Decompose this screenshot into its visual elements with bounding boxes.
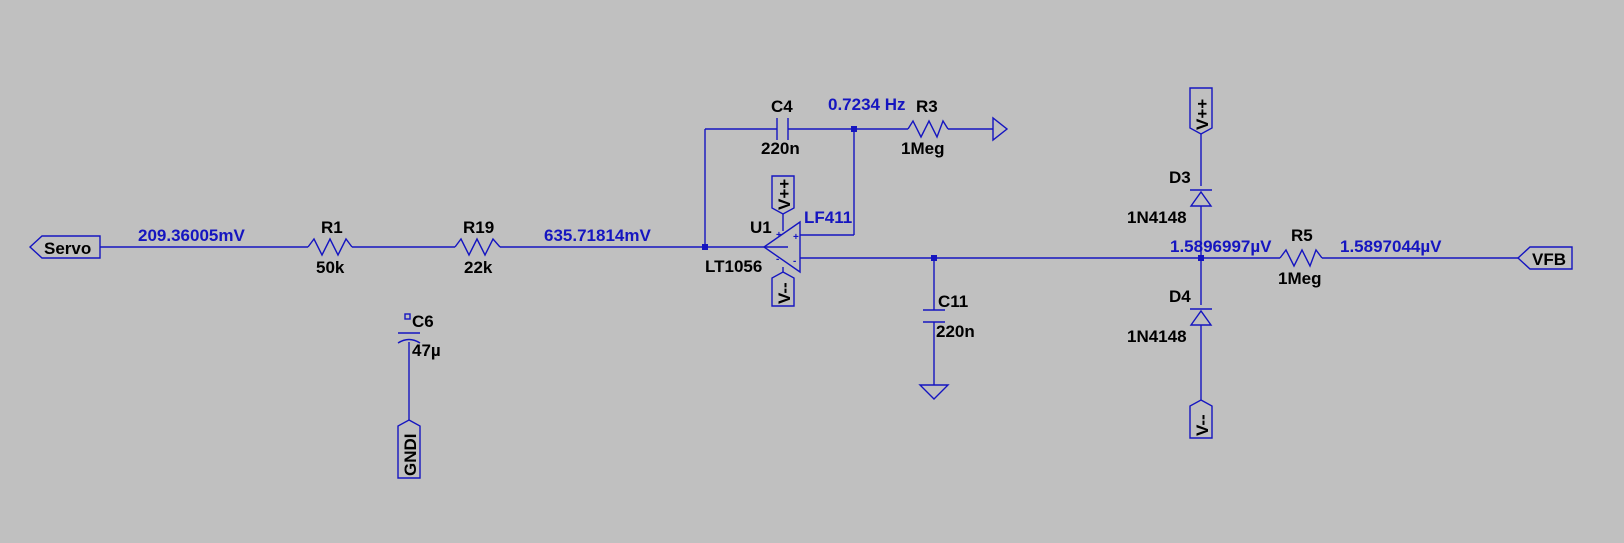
- ground-icon: [918, 384, 950, 400]
- opamp-plus-pin: +: [793, 232, 799, 243]
- diode-d4[interactable]: D4 1N4148: [1127, 287, 1213, 346]
- resistor-r3[interactable]: R3 1Meg: [901, 97, 1009, 158]
- r1-name: R1: [321, 218, 343, 237]
- vfb-port-label: VFB: [1532, 250, 1566, 269]
- u1-name: U1: [750, 218, 772, 237]
- r19-value: 22k: [464, 258, 493, 277]
- resistor-icon: [907, 119, 949, 139]
- r3-name: R3: [916, 97, 938, 116]
- junction-dot: [1198, 255, 1204, 261]
- opamp-minus-pin: -: [793, 256, 796, 267]
- junction-dot: [851, 126, 857, 132]
- vmm-bottom-flag[interactable]: V--: [1189, 399, 1213, 439]
- resistor-icon: [1279, 248, 1323, 268]
- diode-node-voltage: 1.5896997µV: [1170, 237, 1272, 256]
- r5-name: R5: [1291, 226, 1313, 245]
- resistor-icon: [307, 237, 353, 257]
- polarized-capacitor-icon: [397, 313, 421, 344]
- servo-node-voltage: 209.36005mV: [138, 226, 245, 245]
- opamp-icon: [762, 220, 801, 274]
- junctions: [702, 126, 1204, 261]
- d4-value: 1N4148: [1127, 327, 1187, 346]
- vpp-top-label: V++: [1193, 99, 1212, 130]
- d3-name: D3: [1169, 168, 1191, 187]
- port-flag-icon: [397, 419, 421, 479]
- c4-value: 220n: [761, 139, 800, 158]
- port-flag-icon: [1189, 87, 1213, 135]
- vpp-top-flag[interactable]: V++: [1189, 87, 1213, 135]
- vmm-bottom-label: V--: [1193, 414, 1212, 436]
- capacitor-icon: [923, 309, 945, 323]
- u1-value: LT1056: [705, 257, 762, 276]
- r1-value: 50k: [316, 258, 345, 277]
- diode-icon: [1189, 308, 1213, 326]
- c11-name: C11: [938, 292, 968, 311]
- port-flag-icon: [28, 235, 101, 259]
- opamp-u1[interactable]: + + - - U1 LF411 LT1056: [705, 208, 852, 276]
- vmm-opamp-label: V--: [775, 282, 794, 304]
- junction-dot: [931, 255, 937, 261]
- port-flag-icon: [771, 175, 795, 215]
- frequency-readout: 0.7234 Hz: [828, 95, 906, 114]
- r3-value: 1Meg: [901, 139, 944, 158]
- c6-value: 47µ: [412, 341, 441, 360]
- resistor-icon: [454, 237, 501, 257]
- vfb-port[interactable]: VFB: [1516, 246, 1573, 270]
- capacitor-c4[interactable]: C4 220n: [761, 97, 800, 158]
- vfb-node-voltage: 1.5897044µV: [1340, 237, 1442, 256]
- c11-value: 220n: [936, 322, 975, 341]
- vmm-opamp-flag[interactable]: V--: [771, 271, 795, 307]
- opamp-plus-pin: +: [776, 230, 782, 241]
- gndi-flag[interactable]: GNDI: [397, 419, 421, 479]
- opamp-minus-pin: -: [776, 254, 779, 265]
- r5-value: 1Meg: [1278, 269, 1321, 288]
- c4-name: C4: [771, 97, 793, 116]
- servo-port[interactable]: Servo: [28, 235, 101, 259]
- resistor-r5[interactable]: R5 1Meg: [1278, 226, 1323, 288]
- resistor-r1[interactable]: R1 50k: [307, 218, 353, 277]
- annotations: 209.36005mV 635.71814mV 0.7234 Hz 1.5896…: [138, 95, 1442, 256]
- port-flag-icon: [1189, 399, 1213, 439]
- ground-icon: [992, 116, 1009, 142]
- junction-dot: [702, 244, 708, 250]
- servo-port-label: Servo: [44, 239, 91, 258]
- r19-name: R19: [463, 218, 494, 237]
- port-flag-icon: [771, 271, 795, 307]
- vpp-opamp-flag[interactable]: V++: [771, 175, 795, 215]
- capacitor-c11[interactable]: C11 220n: [918, 292, 975, 400]
- u1-spice-model: LF411: [804, 208, 852, 227]
- inv-node-voltage: 635.71814mV: [544, 226, 651, 245]
- port-flag-icon: [1516, 246, 1573, 270]
- d3-value: 1N4148: [1127, 208, 1187, 227]
- capacitor-icon: [776, 118, 789, 140]
- d4-name: D4: [1169, 287, 1191, 306]
- vpp-opamp-label: V++: [775, 179, 794, 210]
- c6-name: C6: [412, 312, 434, 331]
- diode-icon: [1189, 189, 1213, 207]
- capacitor-c6[interactable]: C6 47µ: [397, 312, 441, 360]
- resistor-r19[interactable]: R19 22k: [454, 218, 501, 277]
- diode-d3[interactable]: D3 1N4148: [1127, 168, 1213, 227]
- gndi-label: GNDI: [401, 434, 420, 477]
